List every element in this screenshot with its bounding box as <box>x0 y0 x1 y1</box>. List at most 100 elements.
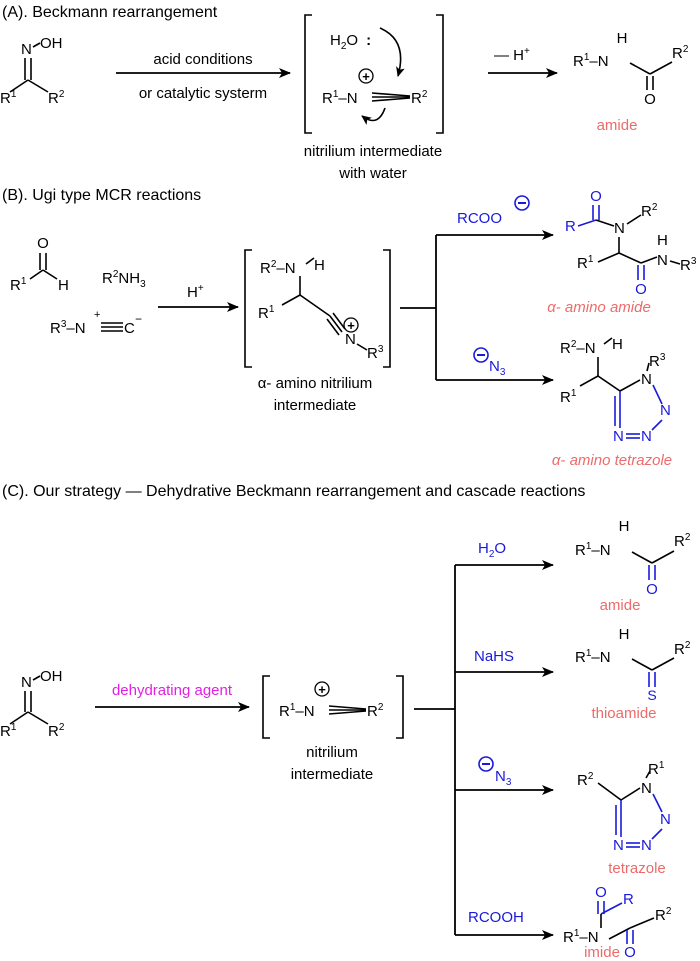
amide-c: H R1–N O R2 <box>575 518 691 598</box>
at-r2n: R2–N <box>560 339 596 357</box>
charge-plus: + <box>362 69 370 84</box>
aa-h: H <box>657 232 668 249</box>
anit-r3: R3 <box>367 344 384 362</box>
im-o1: O <box>595 884 607 901</box>
oxime-oh: OH <box>40 35 63 52</box>
amide-h: H <box>617 30 628 47</box>
nitrilium-c: + R1–N R2 <box>279 681 384 720</box>
amide-r2: R2 <box>672 44 689 62</box>
nuc-rcoo: RCOO <box>457 210 502 227</box>
oxime-c: N OH R1 R2 <box>0 668 65 740</box>
im-o2: O <box>624 944 636 961</box>
ald-o: O <box>37 235 49 252</box>
product-b1-label: α- amino amide <box>547 299 651 316</box>
tc-r1: R1 <box>648 760 665 778</box>
azide-charge-b <box>473 347 489 363</box>
dehydrating-agent: dehydrating agent <box>112 682 233 699</box>
deprotonation: — H+ <box>494 46 530 64</box>
iso-plus: + <box>94 309 100 321</box>
branch-c <box>414 560 554 940</box>
aldehyde: O R1 H <box>10 235 69 294</box>
acid-b: H+ <box>187 283 204 301</box>
section-c-title: (C). Our strategy — Dehydrative Beckmann… <box>2 483 585 500</box>
intermediate-c-l2: intermediate <box>291 766 374 783</box>
thioamide: H R1–N S R2 <box>575 626 691 703</box>
product-c4-label: imide <box>584 944 620 961</box>
aa-n2: N <box>657 252 668 269</box>
intermediate-b-l1: α- amino nitrilium <box>258 375 373 392</box>
nitrilium-a: + R1–N R2 <box>322 68 428 125</box>
amc-r2: R2 <box>674 532 691 550</box>
anit-r2: R2–N <box>260 259 296 277</box>
oxime-n: N <box>21 41 32 58</box>
at-n3: N <box>641 428 652 445</box>
water-molecule: H2O: <box>330 32 371 52</box>
nitrilium-r1: R1–N <box>322 89 358 107</box>
oxime-r2: R2 <box>48 89 65 107</box>
isocyanide: R3–N + C − <box>50 309 142 337</box>
tc-n4: N <box>613 837 624 854</box>
bracket-right-b <box>383 249 391 368</box>
intermediate-b-l2: intermediate <box>274 397 357 414</box>
at-r3: R3 <box>649 352 666 370</box>
amino-amide: O R N R2 R1 O H N R3 <box>565 188 697 298</box>
oxime-c-r1: R1 <box>0 722 17 740</box>
im-r: R <box>623 891 634 908</box>
aa-r: R <box>565 218 576 235</box>
th-s: S <box>647 687 656 703</box>
branch-b <box>400 230 554 385</box>
tc-n2: N <box>660 811 671 828</box>
tc-r2: R2 <box>577 771 594 789</box>
at-n1: N <box>641 371 652 388</box>
tetrazole-c: R2 N R1 N N N <box>577 760 671 854</box>
bracket-right-c <box>396 675 404 739</box>
iso-minus: − <box>135 312 142 326</box>
oxime-a: N OH R1 R2 <box>0 35 65 107</box>
product-b2-label: α- amino tetrazole <box>552 452 672 469</box>
aa-o1: O <box>590 188 602 205</box>
imide: O R R1–N R2 O <box>563 884 672 961</box>
product-c1-label: amide <box>600 597 641 614</box>
anit-n: N <box>345 331 356 348</box>
nuc-rcooh: RCOOH <box>468 909 524 926</box>
ald-h: H <box>58 277 69 294</box>
nuc-azide-b: N3 <box>489 358 506 378</box>
bracket-left-c <box>262 675 270 739</box>
oxime-r1: R1 <box>0 89 17 107</box>
oxime-c-oh: OH <box>40 668 63 685</box>
at-n4: N <box>613 428 624 445</box>
product-c2-label: thioamide <box>591 705 656 722</box>
azide-charge-c <box>478 756 494 772</box>
anit-h: H <box>314 257 325 274</box>
amide-r1n: R1–N <box>573 52 609 70</box>
im-r2: R2 <box>655 906 672 924</box>
at-h: H <box>612 336 623 353</box>
th-r2: R2 <box>674 640 691 658</box>
aa-r1: R1 <box>577 254 594 272</box>
aa-n1: N <box>614 220 625 237</box>
at-n2: N <box>660 402 671 419</box>
intermediate-a-l1: nitrilium intermediate <box>304 143 442 160</box>
tc-n3: N <box>641 837 652 854</box>
nuc-azide-c: N3 <box>495 768 512 788</box>
anit-r1: R1 <box>258 304 275 322</box>
aa-o2: O <box>635 281 647 298</box>
oxime-c-r2: R2 <box>48 722 65 740</box>
amide-o: O <box>644 91 656 108</box>
bracket-left-b <box>244 249 252 368</box>
iso-text: R3–N <box>50 319 86 337</box>
nitrilium-c-charge: + <box>318 682 326 697</box>
iso-c: C <box>124 320 135 337</box>
amc-o: O <box>646 581 658 598</box>
bracket-right-a <box>436 14 444 134</box>
anit-charge: + <box>347 318 355 333</box>
aa-r3: R3 <box>680 256 697 274</box>
aa-r2: R2 <box>641 202 658 220</box>
cond-top: acid conditions <box>153 51 252 68</box>
nitrilium-c-r2: R2 <box>367 702 384 720</box>
product-a-label: amide <box>597 117 638 134</box>
amino-tetrazole: R2–N H R1 N R3 N N N <box>560 336 671 445</box>
product-c3-label: tetrazole <box>608 860 666 877</box>
intermediate-a-l2: with water <box>338 165 407 182</box>
amide-a: H R1–N O R2 <box>573 30 689 108</box>
